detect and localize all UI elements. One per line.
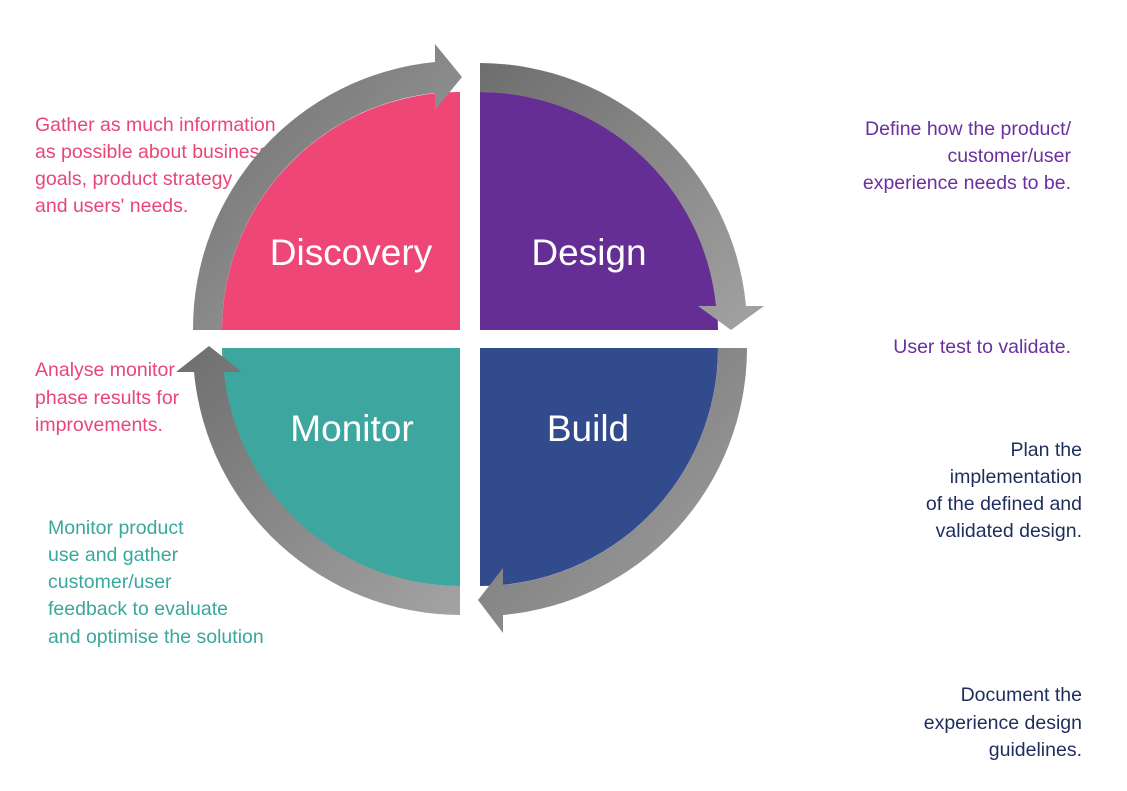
design-description: Define how the product/ customer/user ex… [863,61,1071,389]
arrow-design-to-build [480,63,764,330]
cycle-arrows [176,44,764,633]
discovery-quadrant [222,92,460,330]
monitor-description: Monitor product use and gather customer/… [48,460,264,678]
discovery-description: Gather as much information as possible a… [35,57,276,466]
design-description-paragraph-2: User test to validate. [893,335,1071,358]
discovery-label: Discovery [270,232,433,273]
build-label: Build [547,408,629,449]
design-quadrant [480,92,718,330]
discovery-description-paragraph-2: Analyse monitor phase results for improv… [35,359,180,436]
design-description-paragraph-1: Define how the product/ customer/user ex… [862,117,1071,195]
discovery-description-paragraph-1: Gather as much information as possible a… [35,113,276,218]
design-label: Design [531,232,646,273]
build-quadrant [480,348,718,586]
arrow-monitor-to-discovery [176,346,460,615]
phase-cycle-diagram: Discovery Design Build Monitor [176,44,764,633]
arrow-build-to-monitor [478,348,747,633]
build-description-paragraph-1: Plan the implementation of the defined a… [925,438,1082,543]
monitor-quadrant [222,348,460,586]
monitor-label: Monitor [290,408,413,449]
arrow-discovery-to-design [192,44,462,330]
monitor-description-paragraph-1: Monitor product use and gather customer/… [48,516,264,648]
